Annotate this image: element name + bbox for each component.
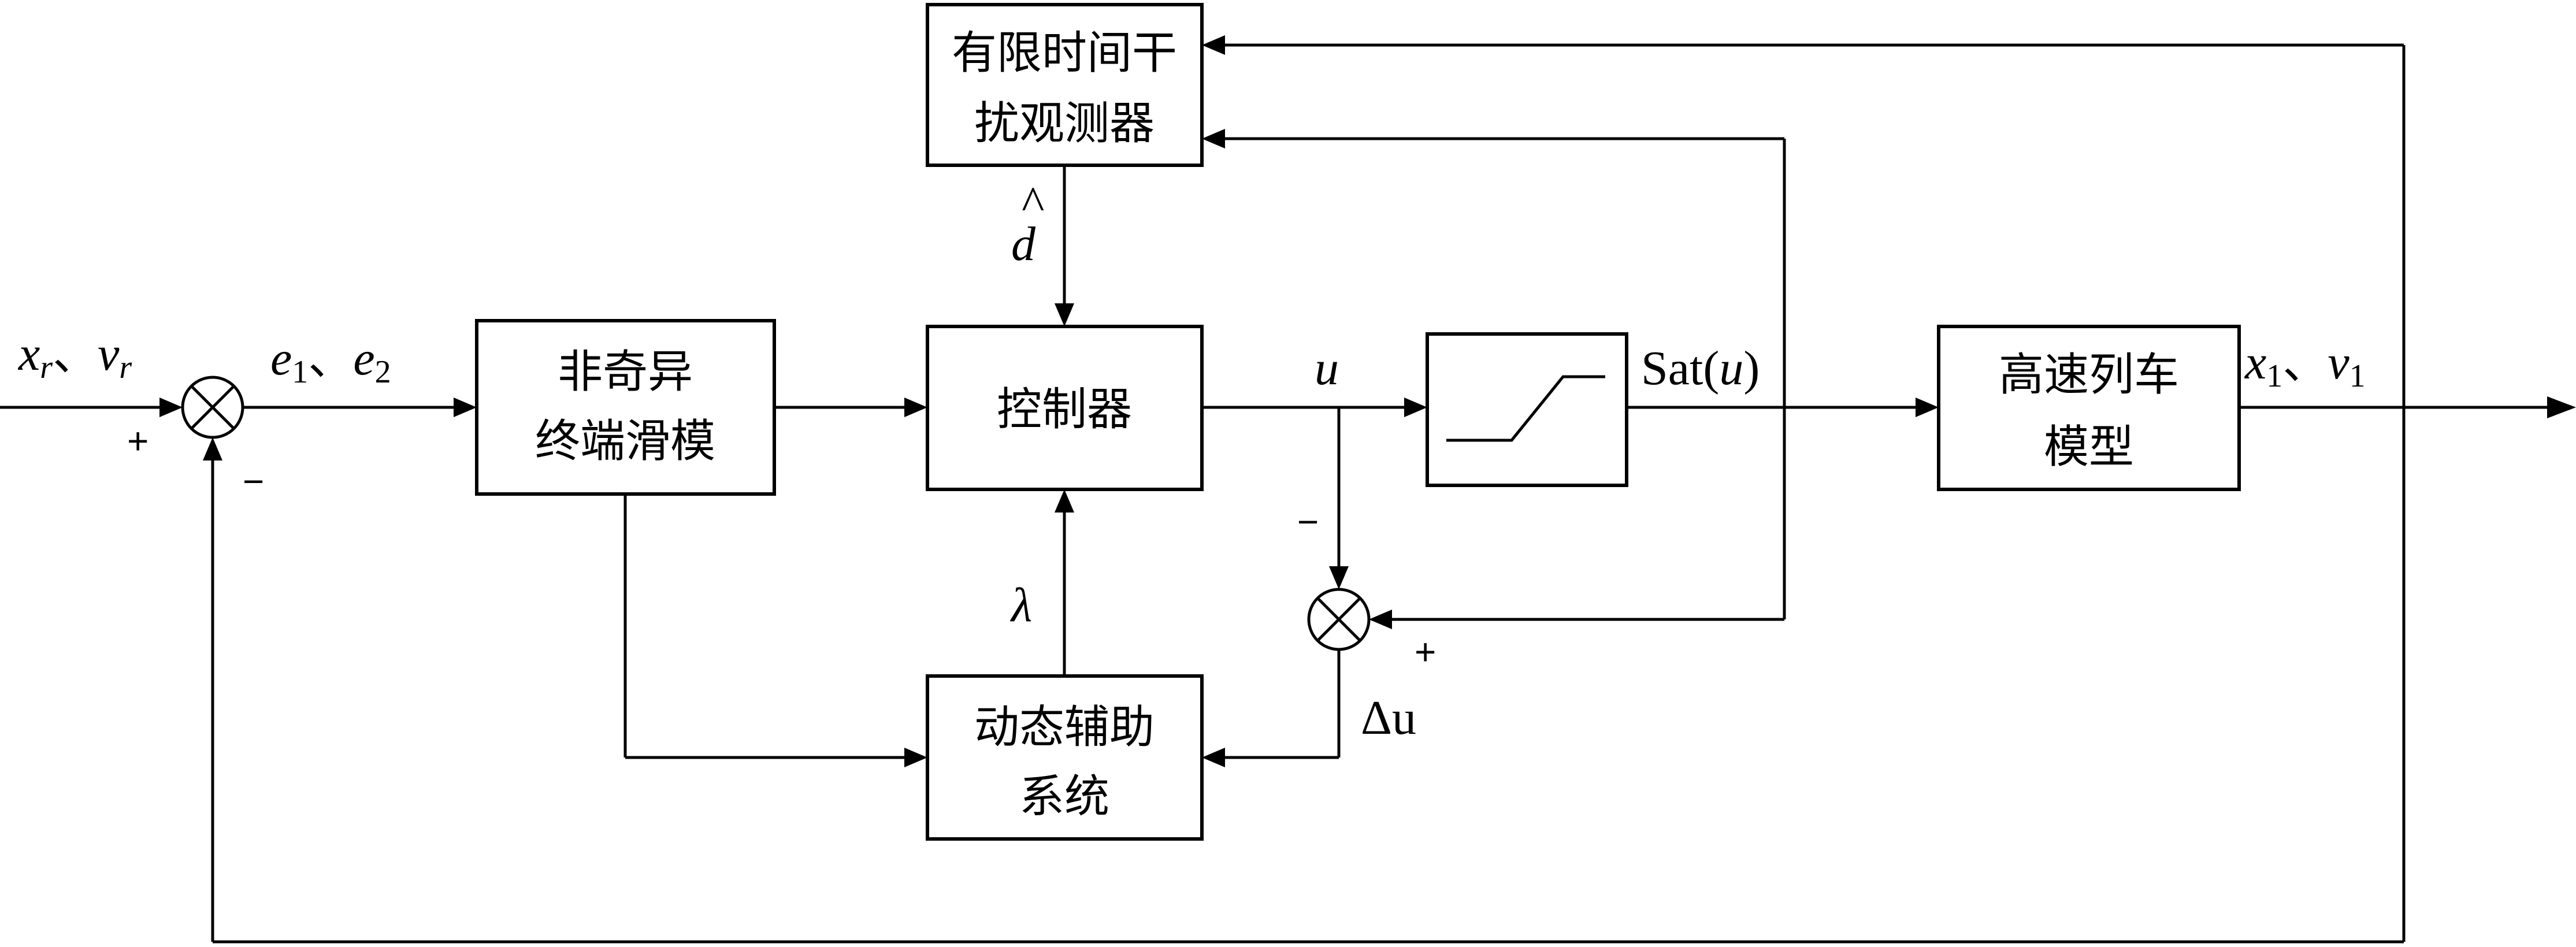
saturation-curve-icon <box>1446 375 1605 442</box>
delta-u-label: Δu <box>1361 691 1416 745</box>
sum2-minus-sign: − <box>1297 501 1319 543</box>
signal-wires <box>0 35 2576 944</box>
control-signal-u-label: u <box>1315 341 1339 395</box>
das-label-line1: 动态辅助 <box>974 701 1155 753</box>
observer-label-line2: 扰观测器 <box>974 98 1155 150</box>
train-label-line1: 高速列车 <box>1999 349 2179 401</box>
controller-block: 控制器 <box>926 325 1204 491</box>
lambda-label: λ <box>1009 578 1032 632</box>
svg-text:^: ^ <box>1022 177 1044 231</box>
error-signal-label: e1、e2 <box>270 332 391 390</box>
nsm-label-line2: 终端滑模 <box>535 415 715 467</box>
saturation-block <box>1426 332 1628 487</box>
reference-input-label: xr、vr <box>17 327 132 385</box>
nonsingular-terminal-sliding-mode-block: 非奇异 终端滑模 <box>475 319 776 496</box>
disturbance-estimate-label: d ^ <box>1011 177 1044 271</box>
saturated-control-label: Sat(u) <box>1641 341 1760 395</box>
summing-junction-delta-u <box>1307 588 1371 651</box>
sum2-plus-sign: + <box>1415 631 1436 673</box>
summing-junction-error <box>181 376 244 439</box>
observer-block: 有限时间干 扰观测器 <box>926 3 1204 167</box>
sum1-minus-sign: − <box>243 460 264 502</box>
sum1-plus-sign: + <box>127 420 149 462</box>
high-speed-train-model-block: 高速列车 模型 <box>1937 325 2241 491</box>
nsm-label-line1: 非奇异 <box>558 346 693 398</box>
controller-label: 控制器 <box>997 384 1132 436</box>
train-output-label: x1、v1 <box>2244 336 2366 394</box>
train-label-line2: 模型 <box>2044 421 2134 473</box>
svg-text:d: d <box>1011 217 1036 271</box>
dynamic-auxiliary-system-block: 动态辅助 系统 <box>926 674 1204 841</box>
observer-label-line1: 有限时间干 <box>952 27 1177 79</box>
das-label-line2: 系统 <box>1019 771 1109 823</box>
